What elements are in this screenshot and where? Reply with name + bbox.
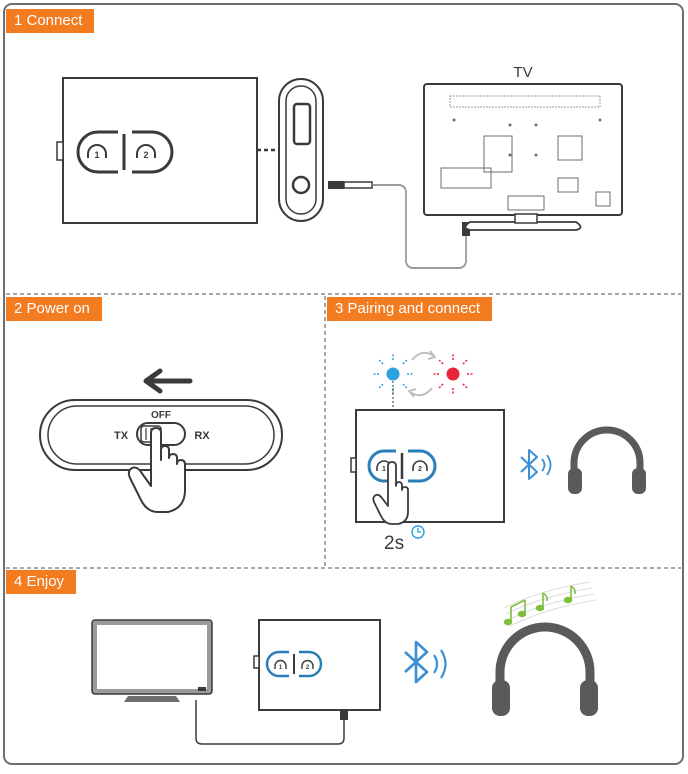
aux-port-icon <box>291 175 311 195</box>
svg-text:1: 1 <box>94 150 99 160</box>
step-2-tag: 2 Power on <box>6 297 102 321</box>
svg-text:1: 1 <box>382 466 386 473</box>
switch-tx-label: TX <box>114 430 129 442</box>
switch-rx-label: RX <box>194 430 210 442</box>
bluetooth-icon-step3 <box>520 449 552 480</box>
headphones-icon-step4 <box>492 622 598 716</box>
step-3-tag: 3 Pairing and connect <box>327 297 493 321</box>
headphone-2-icon: 2 <box>136 144 156 160</box>
tv-back-view: TV <box>423 64 623 231</box>
timer-clock-icon <box>411 525 425 539</box>
headphone-1-icon: 1 <box>274 659 287 671</box>
hold-duration-text: 2s <box>384 533 404 554</box>
headphone-2-icon: 2 <box>412 460 428 473</box>
transmitter-box-step1: 1 2 <box>56 77 258 224</box>
transmitter-box-step4: 1 2 <box>253 619 381 720</box>
red-led-icon <box>433 354 473 394</box>
alternating-arrows-icon <box>407 350 437 398</box>
hand-pointer-icon-step3 <box>372 461 409 525</box>
svg-text:1: 1 <box>279 665 283 671</box>
tv-label: TV <box>513 64 532 81</box>
aux-cable-step4 <box>195 700 345 745</box>
hand-pointer-icon-step2 <box>127 427 186 513</box>
svg-text:2: 2 <box>143 150 148 160</box>
headphones-icon-step3 <box>568 426 646 494</box>
bluetooth-icon-step4 <box>404 640 447 684</box>
arrow-left-icon <box>143 368 193 394</box>
transmitter-box-step3: 1 2 <box>350 409 505 523</box>
step-4-tag: 4 Enjoy <box>6 570 77 594</box>
step-1-tag: 1 Connect <box>6 9 95 33</box>
headphone-1-icon: 1 <box>87 144 107 160</box>
blue-led-icon <box>373 354 413 394</box>
svg-text:2: 2 <box>418 466 422 473</box>
tv-front-view <box>91 619 213 702</box>
music-notes-icon <box>503 581 597 627</box>
device-side-view <box>278 78 324 222</box>
svg-text:2: 2 <box>306 665 310 671</box>
headphone-2-icon: 2 <box>301 659 314 671</box>
switch-off-label: OFF <box>151 410 171 421</box>
